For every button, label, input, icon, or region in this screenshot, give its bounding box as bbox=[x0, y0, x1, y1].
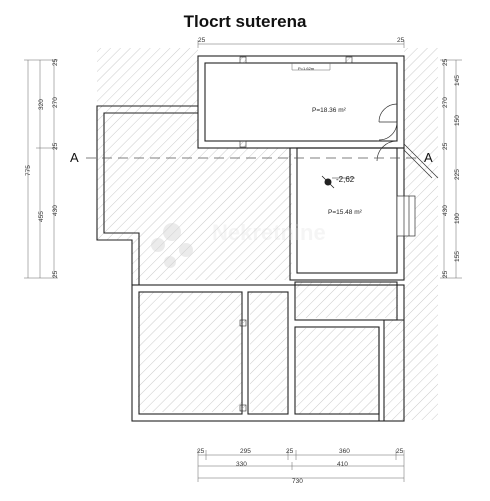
svg-text:150: 150 bbox=[454, 115, 461, 126]
watermark-logo: Nekretnine bbox=[151, 220, 326, 268]
watermark-text: Nekretnine bbox=[212, 220, 326, 245]
room-area-label: P=18.36 m² bbox=[312, 107, 347, 114]
svg-text:25: 25 bbox=[442, 142, 449, 150]
section-marker-left: A bbox=[70, 150, 79, 165]
svg-text:25: 25 bbox=[396, 448, 404, 455]
small-area-label: P=1.62m bbox=[298, 66, 315, 71]
svg-text:25: 25 bbox=[198, 37, 206, 44]
svg-text:330: 330 bbox=[236, 461, 247, 468]
bottom-dimensions bbox=[197, 450, 405, 482]
svg-text:25: 25 bbox=[52, 270, 59, 278]
section-line: A A bbox=[70, 150, 433, 165]
svg-text:270: 270 bbox=[52, 97, 59, 108]
svg-text:155: 155 bbox=[454, 251, 461, 262]
building-walls bbox=[96, 55, 416, 422]
svg-text:25: 25 bbox=[52, 58, 59, 66]
svg-text:100: 100 bbox=[454, 213, 461, 224]
svg-text:225: 225 bbox=[454, 169, 461, 180]
svg-text:295: 295 bbox=[240, 448, 251, 455]
svg-text:430: 430 bbox=[52, 205, 59, 216]
svg-text:25: 25 bbox=[442, 58, 449, 66]
svg-text:145: 145 bbox=[454, 75, 461, 86]
right-dimensions bbox=[440, 59, 462, 279]
svg-text:775: 775 bbox=[25, 165, 32, 176]
svg-text:25: 25 bbox=[197, 448, 205, 455]
svg-text:-2,62: -2,62 bbox=[336, 175, 355, 184]
svg-text:25: 25 bbox=[52, 142, 59, 150]
svg-text:730: 730 bbox=[292, 478, 303, 485]
svg-text:270: 270 bbox=[442, 97, 449, 108]
svg-text:25: 25 bbox=[397, 37, 405, 44]
svg-text:360: 360 bbox=[339, 448, 350, 455]
svg-text:25: 25 bbox=[442, 270, 449, 278]
room-area-label: P=15.48 m² bbox=[328, 209, 363, 216]
section-marker-right: A bbox=[424, 150, 433, 165]
svg-text:25: 25 bbox=[286, 448, 294, 455]
plan-title: Tlocrt suterena bbox=[183, 12, 307, 31]
top-dimensions bbox=[197, 40, 405, 48]
window-right bbox=[396, 195, 416, 237]
left-dimensions bbox=[24, 59, 58, 279]
svg-text:410: 410 bbox=[337, 461, 348, 468]
level-mark: -2,62 bbox=[321, 175, 355, 189]
svg-text:430: 430 bbox=[442, 205, 449, 216]
svg-text:455: 455 bbox=[38, 211, 45, 222]
svg-text:320: 320 bbox=[38, 99, 45, 110]
